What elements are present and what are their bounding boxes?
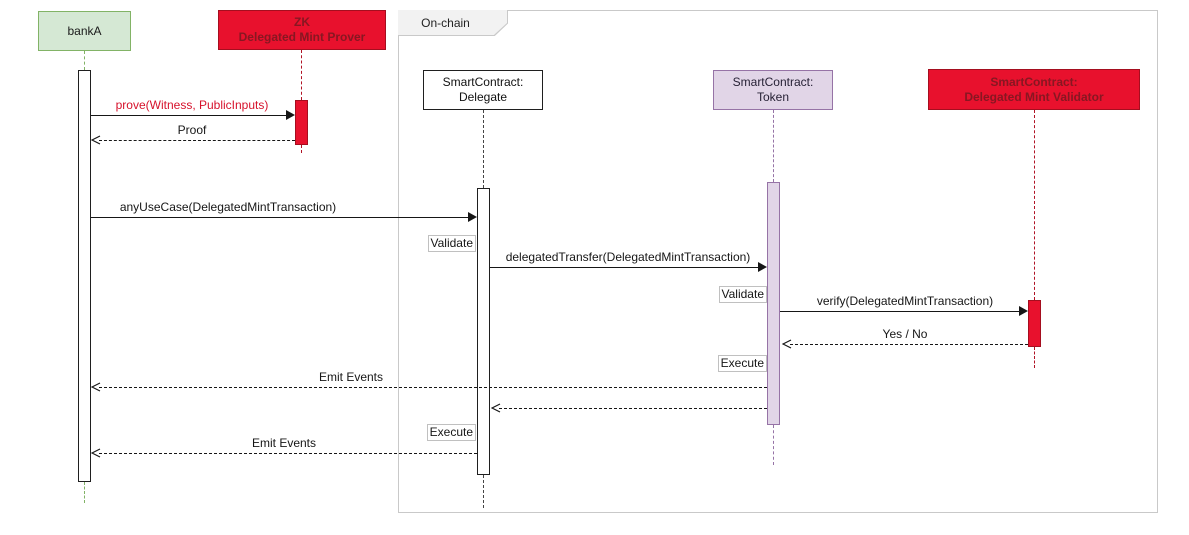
message-label-yes-no: Yes / No xyxy=(882,327,928,341)
note-validate-delegate: Validate xyxy=(427,235,476,252)
participant-label: SmartContract: xyxy=(990,74,1078,89)
open-arrowhead-icon xyxy=(91,135,101,145)
message-line-proof xyxy=(99,140,295,141)
message-line-verify xyxy=(780,311,1020,312)
participant-banka: bankA xyxy=(38,11,131,51)
message-line-emit-events-token xyxy=(99,387,767,388)
lifeline-banka xyxy=(84,51,85,70)
lifeline-zk-prover xyxy=(301,50,302,100)
participant-label: bankA xyxy=(67,23,102,38)
arrowhead-icon xyxy=(1019,306,1028,316)
participant-label: Delegate xyxy=(458,90,508,104)
onchain-frame xyxy=(398,10,1158,513)
open-arrowhead-icon xyxy=(491,403,501,413)
activation-zk-prover xyxy=(295,100,308,145)
participant-validator: SmartContract: Delegated Mint Validator xyxy=(928,69,1140,110)
message-line-return-token-delegate xyxy=(499,408,767,409)
participant-label: SmartContract: xyxy=(442,75,524,89)
participant-label: ZK xyxy=(294,15,310,29)
participant-delegate: SmartContract: Delegate xyxy=(423,70,543,110)
lifeline-token xyxy=(773,110,774,182)
participant-label: SmartContract: xyxy=(732,75,814,89)
message-label-prove: prove(Witness, PublicInputs) xyxy=(115,98,269,112)
activation-banka xyxy=(78,70,91,482)
lifeline-validator-tail xyxy=(1034,347,1035,368)
message-label-verify: verify(DelegatedMintTransaction) xyxy=(816,294,994,308)
message-line-yes-no xyxy=(790,344,1028,345)
message-label-emit-events-delegate: Emit Events xyxy=(251,436,317,450)
message-line-emit-events-delegate xyxy=(99,453,477,454)
open-arrowhead-icon xyxy=(91,382,101,392)
lifeline-zk-prover-tail xyxy=(301,145,302,153)
onchain-frame-tab: On-chain xyxy=(398,10,508,36)
message-line-anyusecase xyxy=(91,217,469,218)
message-label-delegatedtransfer: delegatedTransfer(DelegatedMintTransacti… xyxy=(505,250,751,264)
activation-token xyxy=(767,182,780,425)
note-validate-token: Validate xyxy=(718,286,767,303)
participant-zk-prover: ZK Delegated Mint Prover xyxy=(218,10,386,50)
arrowhead-icon xyxy=(468,212,477,222)
frame-label: On-chain xyxy=(398,10,507,35)
activation-delegate xyxy=(477,188,490,475)
message-label-emit-events-token: Emit Events xyxy=(318,370,384,384)
arrowhead-icon xyxy=(286,110,295,120)
open-arrowhead-icon xyxy=(782,339,792,349)
lifeline-token-tail xyxy=(773,425,774,465)
lifeline-validator xyxy=(1034,110,1035,300)
arrowhead-icon xyxy=(758,262,767,272)
note-execute-token: Execute xyxy=(717,355,767,372)
participant-label: Delegated Mint Validator xyxy=(964,89,1104,104)
message-label-anyusecase: anyUseCase(DelegatedMintTransaction) xyxy=(119,200,337,214)
lifeline-delegate xyxy=(483,110,484,188)
message-label-proof: Proof xyxy=(177,123,207,137)
participant-label: Delegated Mint Prover xyxy=(238,30,366,44)
participant-label: Token xyxy=(756,90,790,104)
note-execute-delegate: Execute xyxy=(426,424,476,441)
participant-token: SmartContract: Token xyxy=(713,70,833,110)
message-line-prove xyxy=(91,115,287,116)
lifeline-banka-tail xyxy=(84,482,85,503)
activation-validator xyxy=(1028,300,1041,347)
lifeline-delegate-tail xyxy=(483,475,484,508)
open-arrowhead-icon xyxy=(91,448,101,458)
message-line-delegatedtransfer xyxy=(490,267,759,268)
